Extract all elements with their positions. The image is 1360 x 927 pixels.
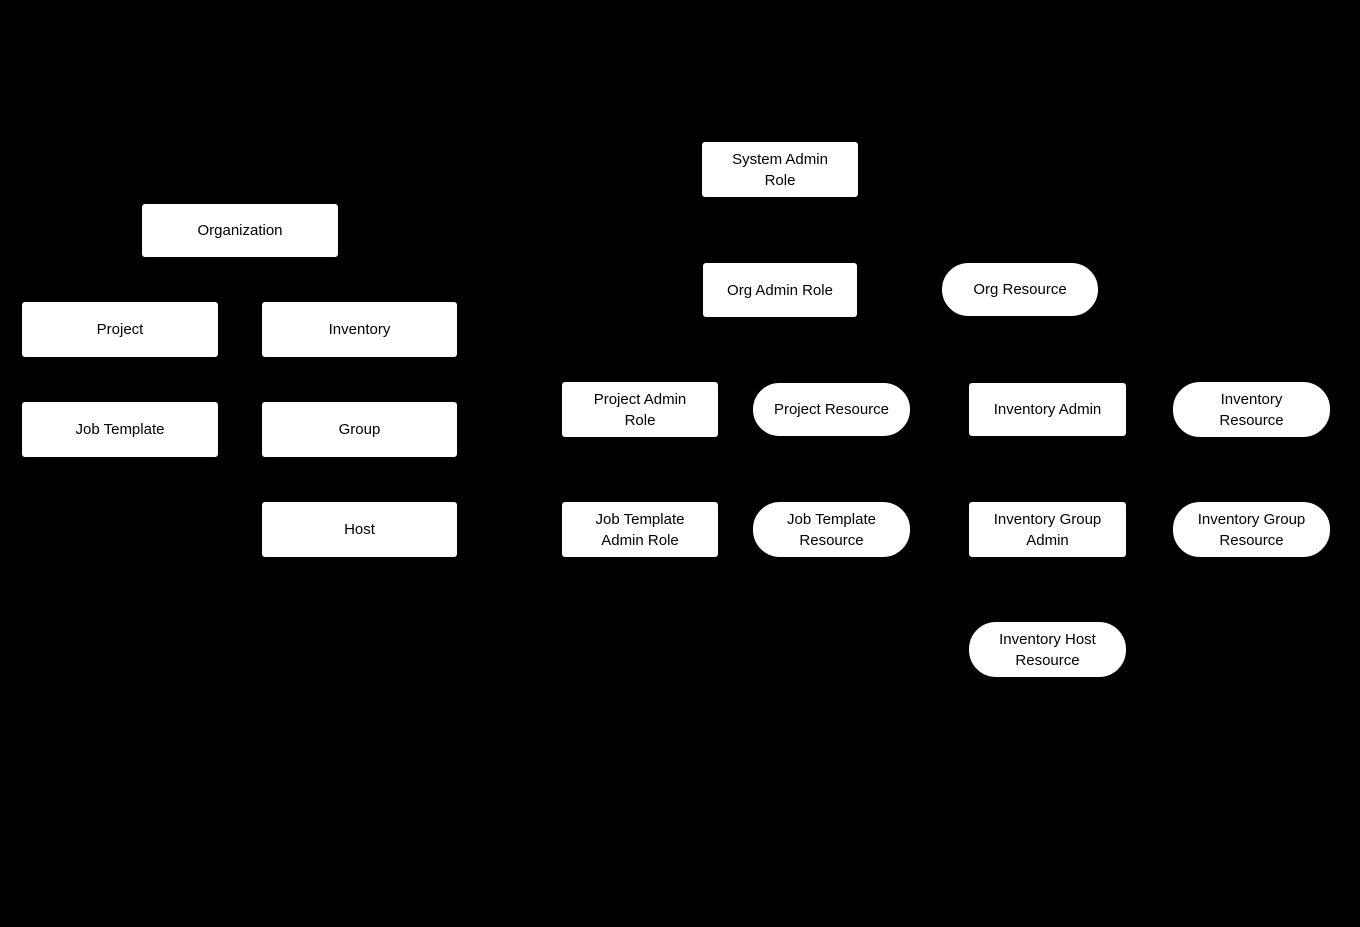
inventory-resource-node: Inventory Resource <box>1172 381 1331 438</box>
host-node-label: Host <box>344 521 375 538</box>
organization-node-label: Organization <box>197 222 283 239</box>
system-admin-role-node: System Admin Role <box>701 141 859 198</box>
inventory-node: Inventory <box>261 301 458 358</box>
org-resource-node-label: Org Resource <box>973 281 1067 298</box>
organization-node: Organization <box>141 203 339 258</box>
system-admin-role-node-label: System Admin Role <box>732 150 828 189</box>
inventory-admin-node: Inventory Admin <box>968 382 1127 437</box>
host-node: Host <box>261 501 458 558</box>
inventory-node-label: Inventory <box>328 321 391 338</box>
inventory-host-resource-node-label: Inventory Host Resource <box>999 630 1096 669</box>
inventory-resource-node-label: Inventory Resource <box>1219 390 1284 429</box>
project-node-label: Project <box>96 321 144 338</box>
project-admin-role-node-label: Project Admin Role <box>593 390 687 429</box>
project-admin-role-node: Project Admin Role <box>561 381 719 438</box>
job-template-resource-node: Job Template Resource <box>752 501 911 558</box>
inventory-group-resource-node: Inventory Group Resource <box>1172 501 1331 558</box>
project-node: Project <box>21 301 219 358</box>
job-template-resource-node-label: Job Template Resource <box>787 510 876 549</box>
project-resource-node-label: Project Resource <box>773 401 890 418</box>
inventory-group-admin-node: Inventory Group Admin <box>968 501 1127 558</box>
org-resource-node: Org Resource <box>941 262 1099 317</box>
job-template-admin-role-node: Job Template Admin Role <box>561 501 719 558</box>
inventory-admin-node-label: Inventory Admin <box>993 401 1102 418</box>
org-admin-role-node: Org Admin Role <box>702 262 858 318</box>
group-node-label: Group <box>338 421 381 438</box>
job-template-node-label: Job Template <box>75 421 165 438</box>
project-resource-node: Project Resource <box>752 382 911 437</box>
inventory-host-resource-node: Inventory Host Resource <box>968 621 1127 678</box>
job-template-admin-role-node-label: Job Template Admin Role <box>595 510 685 549</box>
job-template-node: Job Template <box>21 401 219 458</box>
org-admin-role-node-label: Org Admin Role <box>727 281 833 299</box>
inventory-group-resource-node-label: Inventory Group Resource <box>1197 510 1306 549</box>
group-node: Group <box>261 401 458 458</box>
inventory-group-admin-node-label: Inventory Group Admin <box>993 510 1102 549</box>
